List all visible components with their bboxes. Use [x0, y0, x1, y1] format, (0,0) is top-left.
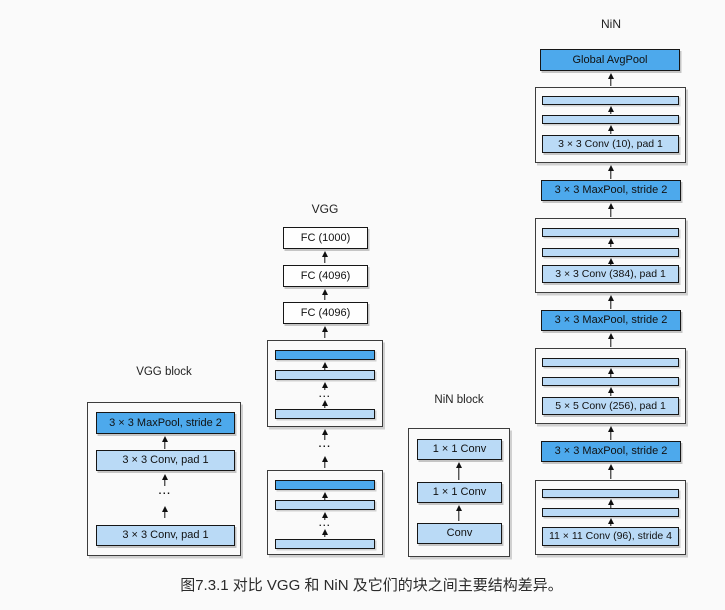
- up-arrow: [320, 429, 330, 440]
- up-arrow: [320, 326, 330, 338]
- up-arrow: [606, 387, 616, 396]
- vgg-block-conv-lower-box: 3 × 3 Conv, pad 1: [96, 525, 235, 546]
- ellipsis: ...: [158, 489, 172, 497]
- vgg-lower-block-conv-bar: [275, 500, 375, 510]
- vgg-block-maxpool-box: 3 × 3 MaxPool, stride 2: [96, 412, 235, 434]
- up-arrow: [320, 456, 330, 468]
- up-arrow: [160, 436, 170, 449]
- nin-block-title: NiN block: [434, 394, 484, 406]
- up-arrow: [320, 400, 330, 408]
- vgg-upper-block-conv-bar: [275, 370, 375, 380]
- vgg-block-container: [87, 402, 241, 556]
- vgg-block-conv-upper-box: 3 × 3 Conv, pad 1: [96, 450, 235, 471]
- up-arrow: [606, 295, 616, 309]
- nin-block1-bar: [542, 115, 679, 124]
- vgg-upper-block-container: [267, 340, 383, 427]
- figure-caption: 图7.3.1 对比 VGG 和 NiN 及它们的块之间主要结构差异。: [180, 577, 563, 594]
- nin-block4-bar: [542, 508, 679, 517]
- up-arrow: [320, 491, 330, 500]
- nin-maxpool-lower-box: 3 × 3 MaxPool, stride 2: [541, 441, 681, 462]
- up-arrow: [320, 529, 330, 537]
- nin-conv384-box: 3 × 3 Conv (384), pad 1: [542, 265, 679, 283]
- up-arrow: [606, 258, 616, 265]
- up-arrow: [160, 474, 170, 486]
- up-arrow: [606, 125, 616, 134]
- nin-global-avgpool-box: Global AvgPool: [540, 49, 680, 71]
- nin-block-conv1x1-lower-box: 1 × 1 Conv: [417, 482, 502, 503]
- nin-block3-bar: [542, 358, 679, 367]
- up-arrow: [454, 462, 464, 480]
- vgg-title: VGG: [311, 202, 339, 216]
- vgg-lower-block-pool-bar: [275, 480, 375, 490]
- nin-conv10-box: 3 × 3 Conv (10), pad 1: [542, 135, 679, 153]
- up-arrow: [320, 361, 330, 370]
- up-arrow: [606, 426, 616, 440]
- up-arrow: [320, 289, 330, 300]
- vgg-lower-block-conv-bar: [275, 539, 375, 549]
- nin-block4-bar: [542, 489, 679, 498]
- up-arrow: [606, 368, 616, 377]
- ellipsis: ...: [318, 391, 331, 399]
- up-arrow: [606, 73, 616, 86]
- nin-block2-container: [535, 218, 686, 293]
- nin-title: NiN: [601, 17, 621, 31]
- up-arrow: [606, 333, 616, 347]
- nin-maxpool-middle-box: 3 × 3 MaxPool, stride 2: [541, 310, 681, 331]
- ellipsis: ...: [318, 442, 332, 450]
- ellipsis: ...: [318, 520, 331, 528]
- up-arrow: [320, 511, 330, 520]
- nin-block3-bar: [542, 377, 679, 386]
- up-arrow: [606, 106, 616, 114]
- nin-block1-container: [535, 87, 686, 163]
- nin-block-container: [408, 428, 510, 557]
- up-arrow: [606, 203, 616, 217]
- nin-block2-bar: [542, 228, 679, 237]
- up-arrow: [160, 506, 170, 518]
- nin-conv256-box: 5 × 5 Conv (256), pad 1: [542, 397, 679, 415]
- up-arrow: [606, 464, 616, 479]
- nin-maxpool-upper-box: 3 × 3 MaxPool, stride 2: [541, 180, 681, 201]
- nin-block2-bar: [542, 248, 679, 257]
- nin-block-conv1x1-upper-box: 1 × 1 Conv: [417, 439, 502, 460]
- up-arrow: [454, 505, 464, 521]
- up-arrow: [606, 165, 616, 179]
- vgg-block-title: VGG block: [136, 366, 192, 378]
- up-arrow: [606, 518, 616, 526]
- vgg-lower-block-container: [267, 470, 383, 555]
- up-arrow: [320, 251, 330, 263]
- vgg-fc1000-box: FC (1000): [283, 227, 368, 249]
- nin-block1-bar: [542, 96, 679, 105]
- up-arrow: [606, 238, 616, 247]
- vgg-fc4096-lower-box: FC (4096): [283, 302, 368, 324]
- up-arrow: [606, 499, 616, 508]
- vgg-fc4096-upper-box: FC (4096): [283, 265, 368, 287]
- nin-block-conv-box: Conv: [417, 523, 502, 544]
- nin-block3-container: [535, 348, 686, 424]
- up-arrow: [320, 381, 330, 390]
- nin-conv96-box: 11 × 11 Conv (96), stride 4: [542, 527, 679, 546]
- nin-block4-container: [535, 480, 686, 555]
- vgg-upper-block-conv-bar: [275, 409, 375, 419]
- vgg-upper-block-pool-bar: [275, 350, 375, 360]
